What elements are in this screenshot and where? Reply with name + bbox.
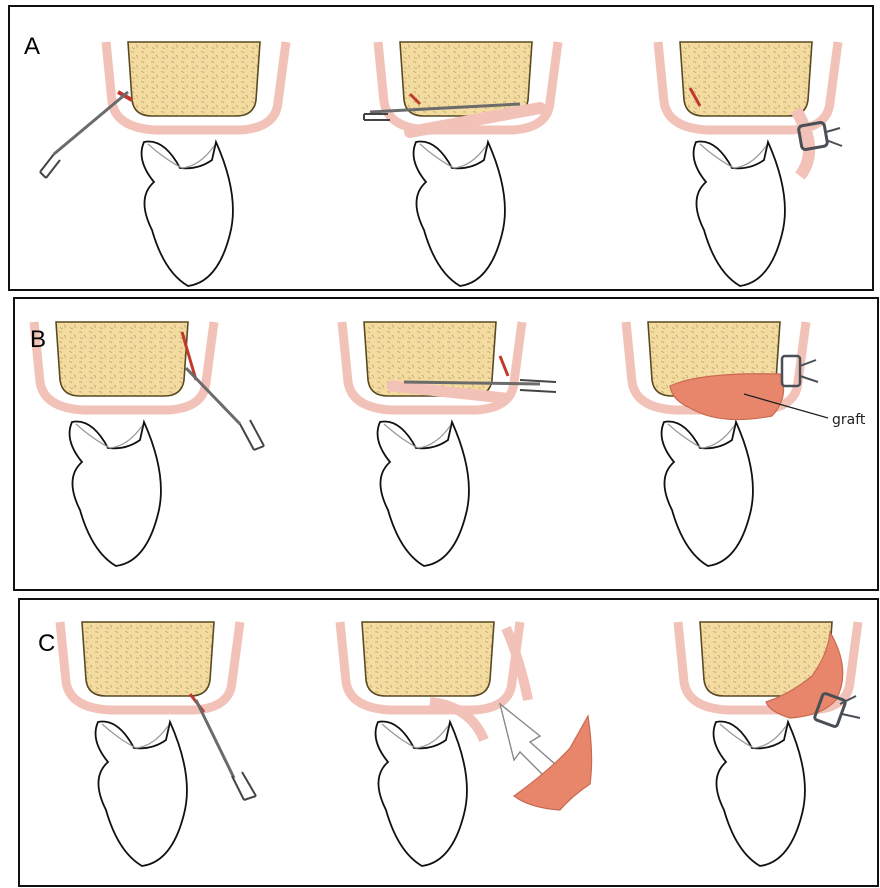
panel-b-figure-2 — [342, 322, 556, 566]
panel-c-label: C — [38, 630, 55, 658]
panel-c-figure-1 — [60, 622, 256, 866]
panel-b-label: B — [30, 326, 46, 354]
panel-b-figure-3 — [626, 322, 828, 566]
panel-a-figure-1 — [40, 42, 286, 286]
graft-label: graft — [832, 412, 865, 428]
panel-a-figure-2 — [364, 42, 558, 286]
panel-a-label: A — [24, 33, 40, 61]
panel-b-figure-1 — [34, 322, 264, 566]
panel-a-figure-3 — [658, 42, 842, 286]
panel-c-figure-2 — [340, 622, 592, 866]
panel-c-figure-3 — [678, 622, 860, 866]
